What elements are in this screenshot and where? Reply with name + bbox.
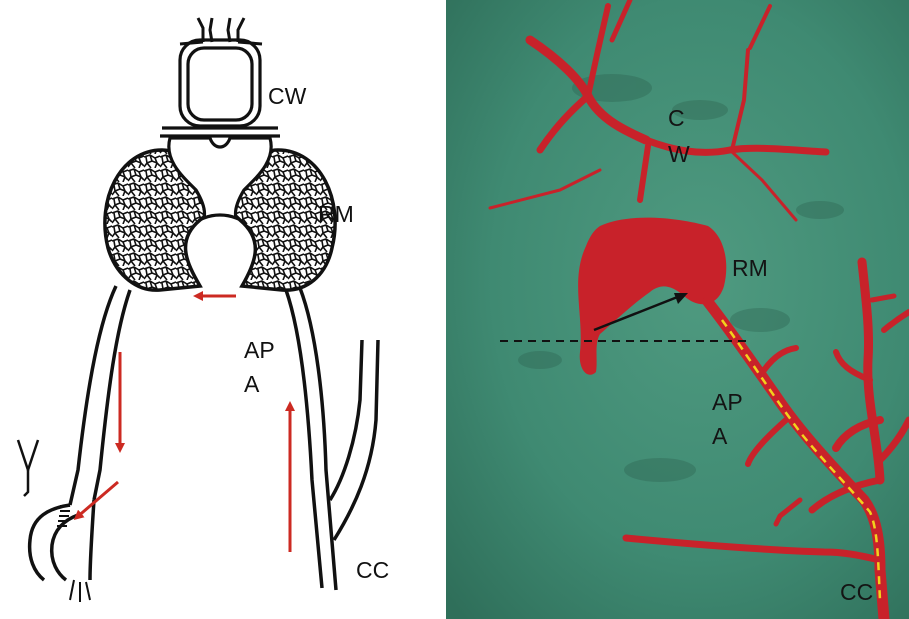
schematic-diagram-panel: CW RM AP A CC [0, 0, 440, 619]
diagram-label-apa-line1: AP [244, 337, 275, 363]
panel-separator [440, 0, 446, 619]
diagram-label-cc: CC [356, 557, 389, 583]
photo-label-apa-line1: AP [712, 389, 743, 415]
diagram-label-apa-line2: A [244, 371, 260, 397]
photo-label-cw-line2: W [668, 141, 690, 167]
specimen-photo-panel: C W RM AP A CC [446, 0, 909, 619]
photo-label-rm: RM [732, 255, 768, 281]
photo-label-apa-line2: A [712, 423, 728, 449]
diagram-label-cw: CW [268, 83, 307, 109]
photo-label-cc: CC [840, 579, 873, 605]
diagram-label-rm: RM [318, 201, 354, 227]
photo-label-cw-line1: C [668, 105, 685, 131]
